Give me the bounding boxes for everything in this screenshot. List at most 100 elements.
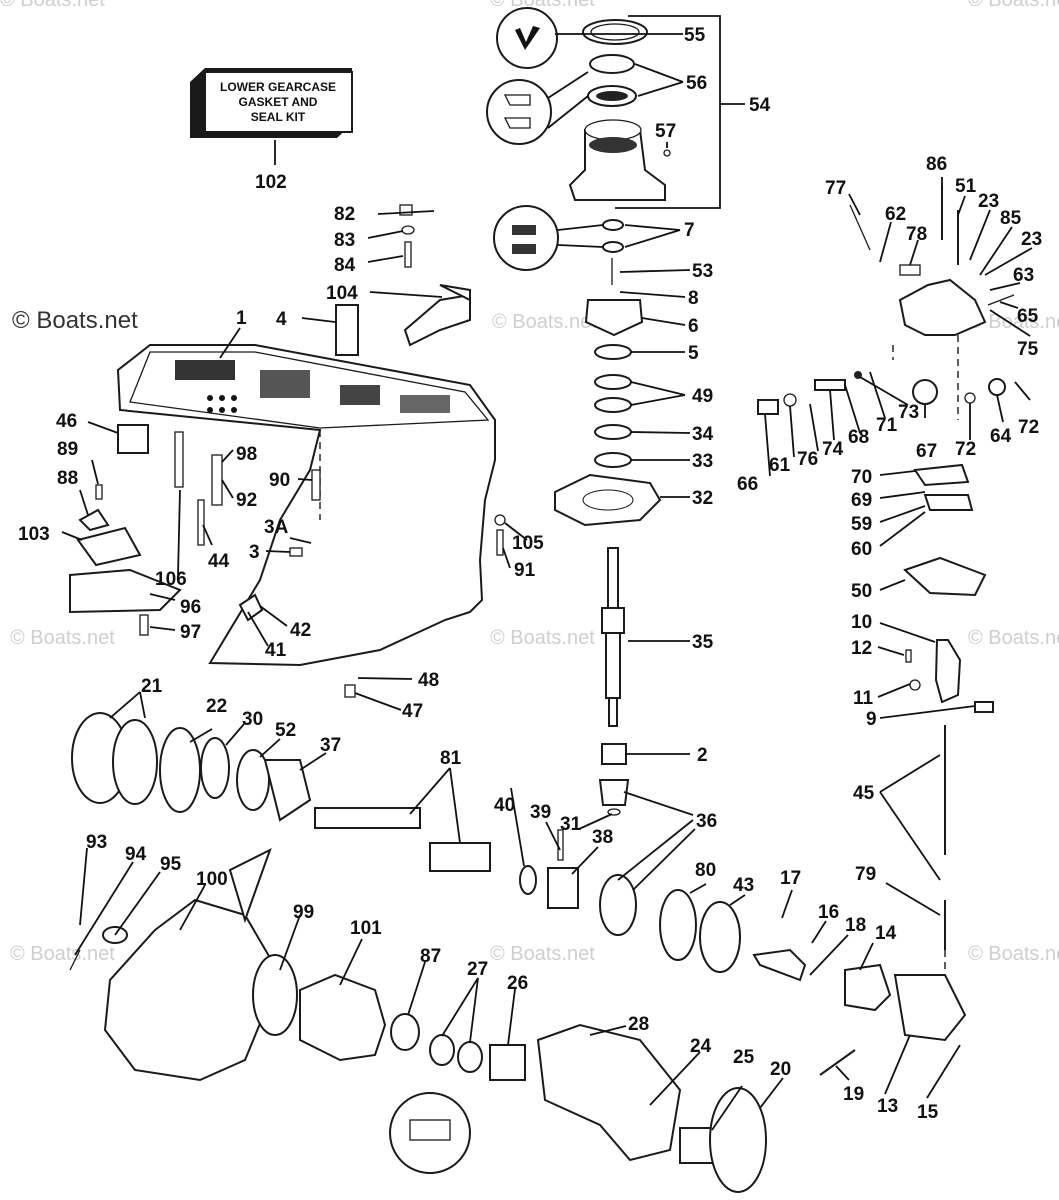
part-label[interactable]: 79	[855, 864, 876, 885]
part-label[interactable]: 23	[978, 191, 999, 212]
part-label[interactable]: 89	[57, 439, 78, 460]
part-label[interactable]: 51	[955, 176, 977, 197]
part-label[interactable]: 1	[236, 308, 247, 329]
part-label[interactable]: 34	[692, 424, 714, 445]
part-label[interactable]: 59	[851, 514, 872, 535]
part-label[interactable]: 44	[208, 551, 230, 572]
part-label[interactable]: 95	[160, 854, 182, 875]
part-label[interactable]: 6	[688, 316, 699, 337]
part-label[interactable]: 65	[1017, 306, 1039, 327]
part-label[interactable]: 80	[695, 860, 716, 881]
part-label[interactable]: 20	[770, 1059, 791, 1080]
part-label[interactable]: 43	[733, 875, 754, 896]
part-label[interactable]: 72	[1018, 417, 1039, 438]
part-label[interactable]: 63	[1013, 265, 1034, 286]
part-label[interactable]: 10	[851, 612, 872, 633]
part-label[interactable]: 96	[180, 597, 201, 618]
part-label[interactable]: 19	[843, 1084, 864, 1105]
part-label[interactable]: 66	[737, 474, 758, 495]
part-label[interactable]: 86	[926, 154, 947, 175]
part-label[interactable]: 74	[822, 439, 844, 460]
part-label[interactable]: 76	[797, 449, 818, 470]
part-label[interactable]: 22	[206, 696, 227, 717]
part-label[interactable]: 69	[851, 490, 872, 511]
part-label[interactable]: 30	[242, 709, 263, 730]
propeller-shaft-assembly[interactable]	[71, 712, 741, 973]
part-label[interactable]: 102	[255, 172, 287, 193]
part-label[interactable]: 84	[334, 255, 356, 276]
part-label[interactable]: 27	[467, 959, 488, 980]
part-label[interactable]: 83	[334, 230, 355, 251]
part-label[interactable]: 38	[592, 827, 613, 848]
part-label[interactable]: 73	[898, 402, 919, 423]
lower-bearing-housing[interactable]	[299, 948, 967, 1193]
gearcase-housing[interactable]	[116, 344, 496, 667]
part-label[interactable]: 62	[885, 204, 906, 225]
part-label[interactable]: 105	[512, 533, 544, 554]
part-label[interactable]: 5	[688, 343, 699, 364]
upper-seal-stack[interactable]	[486, 7, 671, 271]
part-label[interactable]: 3	[249, 542, 260, 563]
part-label[interactable]: 52	[275, 720, 296, 741]
part-label[interactable]: 3A	[264, 517, 289, 538]
part-label[interactable]: 90	[269, 470, 290, 491]
part-label[interactable]: 4	[276, 309, 287, 330]
part-label[interactable]: 46	[56, 411, 77, 432]
part-label[interactable]: 81	[440, 748, 462, 769]
part-label[interactable]: 97	[180, 622, 201, 643]
part-label[interactable]: 21	[141, 676, 163, 697]
part-label[interactable]: 101	[350, 918, 382, 939]
part-label[interactable]: 26	[507, 973, 528, 994]
part-label[interactable]: 64	[990, 426, 1012, 447]
part-label[interactable]: 12	[851, 638, 872, 659]
part-label[interactable]: 15	[917, 1102, 939, 1123]
part-label[interactable]: 31	[560, 814, 582, 835]
part-label[interactable]: 23	[1021, 229, 1042, 250]
part-label[interactable]: 42	[290, 620, 311, 641]
shift-linkage[interactable]	[757, 185, 1015, 980]
part-label[interactable]: 56	[686, 73, 707, 94]
part-label[interactable]: 37	[320, 735, 341, 756]
part-label[interactable]: 54	[749, 95, 771, 116]
part-label[interactable]: 55	[684, 25, 706, 46]
part-label[interactable]: 13	[877, 1096, 898, 1117]
part-label[interactable]: 53	[692, 261, 713, 282]
part-label[interactable]: 47	[402, 701, 423, 722]
part-label[interactable]: 92	[236, 490, 257, 511]
part-label[interactable]: 45	[853, 783, 875, 804]
part-label[interactable]: 36	[696, 811, 717, 832]
part-label[interactable]: 18	[845, 915, 866, 936]
part-label[interactable]: 82	[334, 204, 355, 225]
part-label[interactable]: 40	[494, 795, 515, 816]
part-label[interactable]: 48	[418, 670, 439, 691]
part-label[interactable]: 57	[655, 121, 676, 142]
housing-small-parts[interactable]	[69, 204, 506, 698]
part-label[interactable]: 60	[851, 539, 872, 560]
part-label[interactable]: 33	[692, 451, 713, 472]
gasket-seal-kit-box[interactable]: LOWER GEARCASE GASKET AND SEAL KIT	[190, 68, 353, 138]
part-label[interactable]: 103	[18, 524, 50, 545]
part-label[interactable]: 98	[236, 444, 257, 465]
part-label[interactable]: 11	[853, 688, 874, 709]
part-label[interactable]: 16	[818, 902, 839, 923]
part-label[interactable]: 94	[125, 844, 147, 865]
part-label[interactable]: 104	[326, 283, 358, 304]
part-label[interactable]: 87	[420, 946, 441, 967]
part-label[interactable]: 75	[1017, 339, 1039, 360]
part-label[interactable]: 78	[906, 224, 927, 245]
part-label[interactable]: 39	[530, 802, 551, 823]
part-label[interactable]: 67	[916, 441, 937, 462]
part-label[interactable]: 32	[692, 488, 713, 509]
part-label[interactable]: 2	[697, 745, 708, 766]
part-label[interactable]: 24	[690, 1036, 712, 1057]
part-label[interactable]: 106	[155, 569, 187, 590]
part-label[interactable]: 77	[825, 178, 846, 199]
part-label[interactable]: 93	[86, 832, 107, 853]
part-label[interactable]: 50	[851, 581, 872, 602]
part-label[interactable]: 35	[692, 632, 714, 653]
part-label[interactable]: 49	[692, 386, 713, 407]
part-label[interactable]: 100	[196, 869, 228, 890]
part-label[interactable]: 88	[57, 468, 78, 489]
part-label[interactable]: 14	[875, 923, 897, 944]
propeller[interactable]	[69, 847, 298, 1082]
